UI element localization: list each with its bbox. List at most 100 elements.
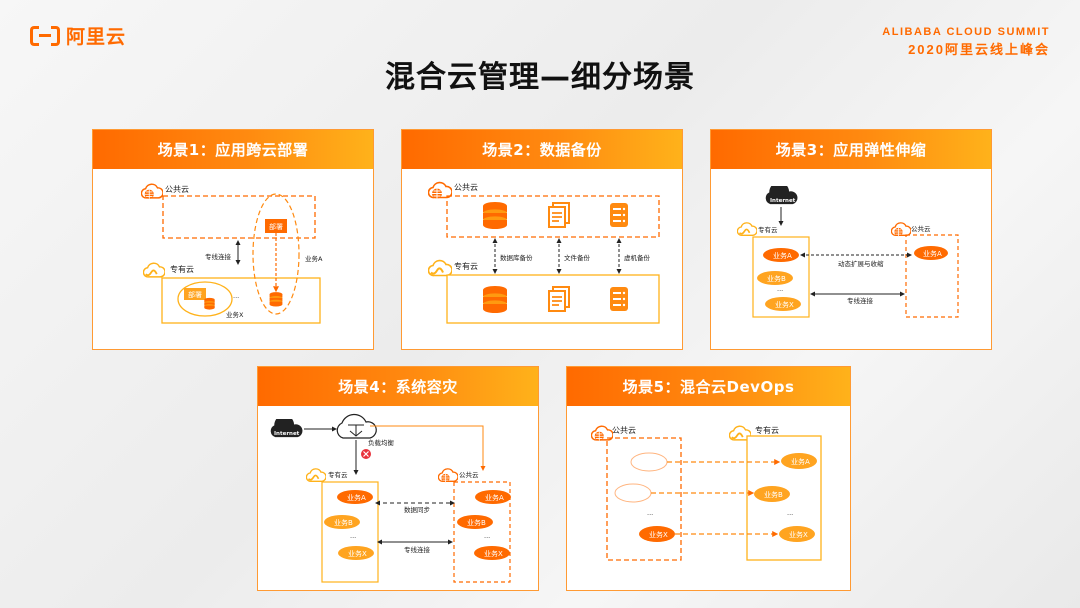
scenario-title: 场景3：应用弹性伸缩 (711, 130, 991, 169)
ellipsis: ··· (777, 287, 783, 295)
file-icon (548, 286, 570, 312)
private-cloud-icon (428, 259, 452, 277)
service-pill (457, 515, 493, 529)
private-cloud-label: 专有云 (454, 261, 478, 271)
database-icon (204, 297, 215, 310)
scenario-card-3: 场景3：应用弹性伸缩 Internet 专有云 业务A 业务B ··· 业务X … (710, 129, 992, 350)
service-pill-text: 业务A (923, 249, 942, 258)
deploy-tag-private-text: 部署 (188, 290, 202, 299)
ellipsis: ··· (233, 294, 239, 302)
service-pill-text: 业务A (485, 493, 504, 502)
vm-icon (609, 286, 629, 312)
service-pill (763, 248, 799, 262)
auto-scale-label: 动态扩展与收缩 (838, 259, 884, 268)
service-pill-text: 业务B (764, 490, 783, 499)
service-x-scope (177, 281, 233, 317)
scenario-1-diagram: 公共云 专线连接 专有云 部署 业务A 部署 ··· 业务X (141, 183, 323, 324)
deploy-tag-public (265, 219, 287, 233)
public-cloud-box (905, 234, 959, 318)
scenario-card-2: 场景2：数据备份 公共云 专有云 数据库备份 文件备份 虚机备份 (401, 129, 683, 350)
scenario-title: 场景1：应用跨云部署 (93, 130, 373, 169)
empty-slot (614, 483, 652, 503)
ellipsis: ··· (350, 534, 356, 542)
public-cloud-label: 公共云 (612, 426, 636, 435)
db-backup-label: 数据库备份 (500, 253, 533, 262)
scenario-title: 场景2：数据备份 (402, 130, 682, 169)
service-pill-text: 业务A (791, 457, 810, 466)
database-icon (483, 202, 507, 229)
public-cloud-icon (891, 222, 911, 237)
public-cloud-box (606, 437, 682, 561)
dedicated-line-label: 专线连接 (847, 296, 874, 305)
public-cloud-label: 公共云 (459, 470, 479, 479)
public-cloud-icon (438, 468, 458, 483)
scenario-card-1: 场景1：应用跨云部署 公共云 专线连接 专有云 部署 业务A 部署 ··· 业务… (92, 129, 374, 350)
service-pill-text: 业务A (347, 493, 366, 502)
scenario-card-4: 场景4：系统容灾 Internet 负载均衡 专有云 业务A 业务B ··· 业… (257, 366, 539, 591)
service-pill-text: 业务X (649, 530, 668, 539)
public-cloud-label: 公共云 (911, 224, 931, 233)
service-x-label: 业务X (226, 310, 244, 319)
private-cloud-icon (143, 262, 165, 278)
service-pill (475, 490, 511, 504)
load-balance-label: 负载均衡 (368, 438, 395, 447)
service-pill (757, 271, 793, 285)
service-pill-text: 业务A (773, 251, 792, 260)
service-pill-text: 业务B (467, 518, 486, 527)
private-cloud-label: 专有云 (328, 470, 348, 479)
alibaba-cloud-logo-icon (30, 25, 60, 46)
private-cloud-icon (306, 468, 326, 483)
service-pill-text: 业务X (789, 530, 808, 539)
private-cloud-label: 专有云 (758, 225, 778, 234)
service-pill (474, 546, 510, 560)
public-cloud-box (446, 195, 660, 238)
deploy-tag-public-text: 部署 (269, 222, 283, 231)
summit-en: ALIBABA CLOUD SUMMIT (882, 26, 1050, 38)
dedicated-line-label: 专线连接 (205, 252, 232, 261)
service-pill-text: 业务X (775, 300, 794, 309)
service-pill (639, 526, 675, 542)
service-pill (324, 515, 360, 529)
scenario-3-diagram: Internet 专有云 业务A 业务B ··· 业务X 公共云 业务A 动态扩… (737, 186, 959, 318)
scenario-4-diagram: Internet 负载均衡 专有云 业务A 业务B ··· 业务X 公共云 业务… (270, 413, 511, 583)
scenario-5-diagram: 公共云 ··· 业务X 专有云 业务A 业务B ··· 业务X (591, 425, 822, 561)
service-pill (914, 246, 948, 260)
vm-backup-label: 虚机备份 (624, 253, 651, 262)
public-cloud-box (162, 195, 316, 239)
private-cloud-label: 专有云 (170, 264, 194, 274)
internet-label: Internet (274, 431, 300, 437)
public-cloud-label: 公共云 (165, 185, 189, 194)
public-cloud-icon (141, 183, 163, 200)
ellipsis: ··· (787, 511, 793, 519)
public-cloud-box (453, 481, 511, 583)
internet-label: Internet (770, 198, 796, 204)
private-cloud-label: 专有云 (755, 425, 779, 435)
service-pill-text: 业务X (484, 549, 503, 558)
page-title: 混合云管理—细分场景 (385, 60, 695, 95)
database-icon (269, 292, 283, 307)
dedicated-line-label: 专线连接 (404, 545, 431, 554)
summit-badge: ALIBABA CLOUD SUMMIT 2020阿里云线上峰会 (882, 26, 1050, 58)
service-a-label: 业务A (305, 254, 323, 263)
service-pill (338, 546, 374, 560)
vm-icon (609, 202, 629, 228)
alibaba-cloud-logo: 阿里云 (30, 22, 126, 49)
ellipsis: ··· (647, 511, 653, 519)
data-sync-label: 数据同步 (404, 505, 431, 514)
database-icon (483, 286, 507, 313)
service-pill-text: 业务B (334, 518, 353, 527)
service-pill (754, 486, 790, 502)
to-public-arrow (370, 425, 486, 471)
service-a-scope (252, 193, 300, 315)
service-pill-text: 业务X (348, 549, 367, 558)
load-balancer-icon (336, 413, 377, 439)
scenario-2-diagram: 公共云 专有云 数据库备份 文件备份 虚机备份 (428, 181, 660, 324)
ellipsis: ··· (484, 534, 490, 542)
empty-slot (630, 452, 668, 472)
service-pill (779, 526, 815, 542)
public-cloud-label: 公共云 (454, 183, 478, 192)
summit-cn: 2020阿里云线上峰会 (908, 42, 1050, 57)
deploy-tag-private (184, 288, 206, 300)
scenario-card-5: 场景5：混合云DevOps 公共云 ··· 业务X 专有云 业务A 业务B ··… (566, 366, 851, 591)
service-pill (781, 453, 817, 469)
